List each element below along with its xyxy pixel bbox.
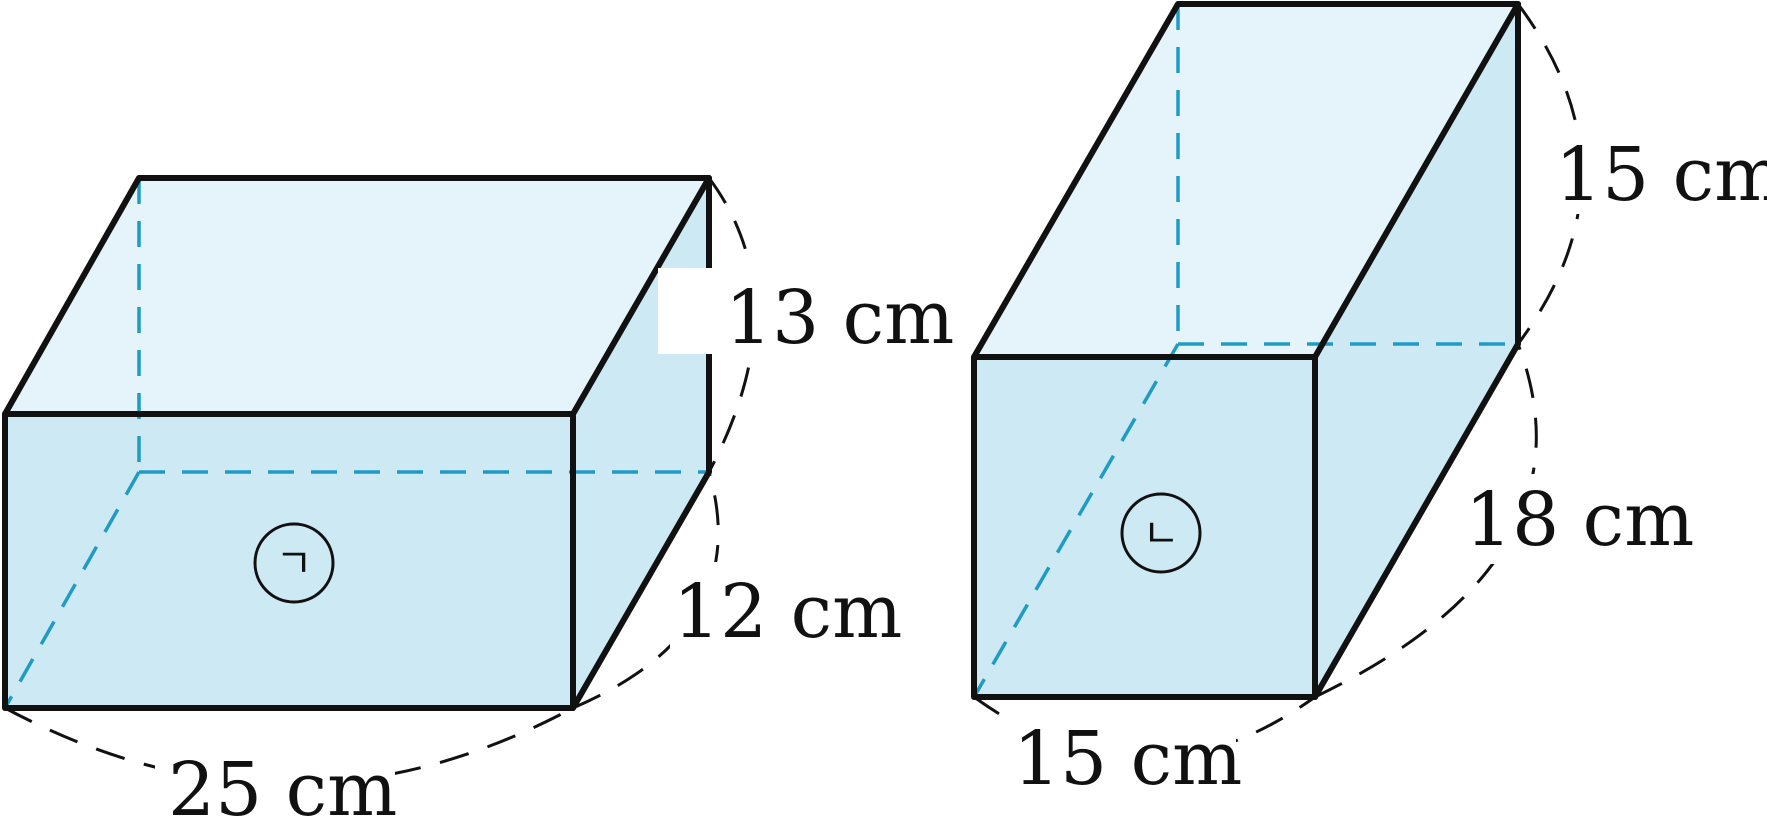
box-b-height-arc [1516, 3, 1583, 345]
box-a-depth-label: 12 cm [673, 569, 902, 655]
box-a-mark: ㄱ [276, 541, 313, 587]
box-b-height-label: 15 cm [1555, 132, 1767, 218]
box-b-top-outline [971, 1, 1521, 360]
box-a-width-label: 25 cm [168, 747, 397, 833]
box-a-hidden-edge-depth [3, 471, 141, 709]
box-b-top-face [974, 4, 1518, 357]
box-b-mark: ㄴ [1143, 511, 1180, 557]
box-b-mark-circle [1120, 492, 1202, 574]
box-b-side-face [1315, 4, 1518, 697]
box-a-top-outline [2, 175, 712, 417]
box-b: ㄴ 15 cm 18 cm 15 cm [971, 1, 1767, 808]
box-b-hidden-edge-depth [972, 343, 1180, 698]
box-b-depth-label: 18 cm [1465, 477, 1694, 563]
box-b-width-label: 15 cm [1013, 716, 1242, 802]
box-a-mark-circle [253, 522, 335, 604]
box-a-height-arc [707, 177, 756, 473]
box-a-front-face [5, 414, 573, 708]
box-b-front-face [974, 357, 1315, 697]
box-a-top-face [5, 178, 709, 414]
box-a-width-arc [4, 706, 574, 786]
box-a: ㄱ 13 cm 12 cm 25 cm [2, 175, 954, 834]
box-a-height-label: 13 cm [725, 275, 954, 361]
